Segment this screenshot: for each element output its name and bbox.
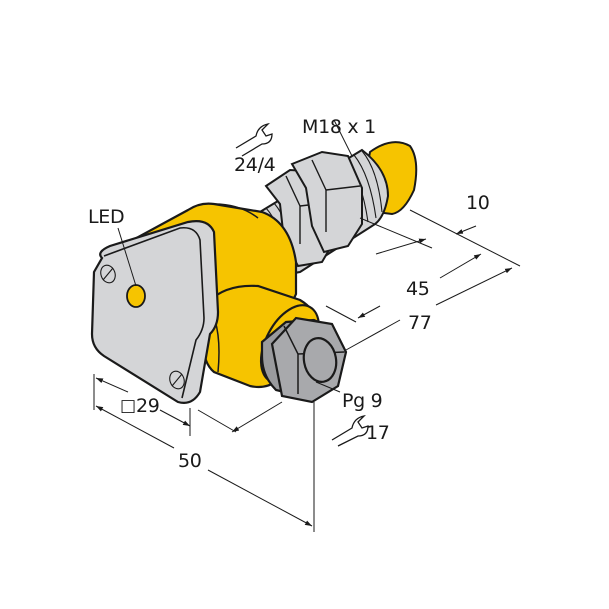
dim-10-label: 10 bbox=[466, 192, 490, 214]
dim-45-label: 45 bbox=[406, 278, 430, 300]
led-indicator bbox=[126, 284, 146, 308]
wrench-icon bbox=[331, 414, 369, 447]
thread-size-label: M18 x 1 bbox=[302, 116, 376, 138]
dim-29-label: 29 bbox=[136, 395, 160, 417]
end-cap bbox=[90, 220, 220, 404]
dimension-lines bbox=[93, 119, 521, 532]
wrench-icon bbox=[235, 122, 273, 157]
wrench-size-sensor-label: 24/4 bbox=[234, 154, 276, 176]
gland-label: Pg 9 bbox=[342, 390, 383, 412]
led-label: LED bbox=[88, 206, 125, 228]
square-symbol: □ bbox=[120, 396, 136, 416]
cable-gland bbox=[260, 316, 348, 404]
dim-50-label: 50 bbox=[178, 450, 202, 472]
dim-77-label: 77 bbox=[408, 312, 432, 334]
wrench-size-gland-label: 17 bbox=[366, 422, 390, 444]
